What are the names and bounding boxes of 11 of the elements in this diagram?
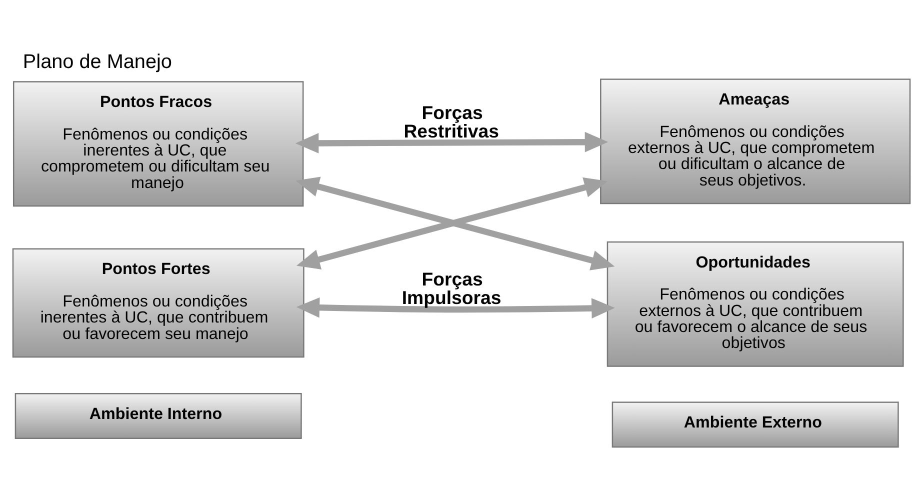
edge-label: Forças Impulsoras — [402, 268, 502, 308]
arrow — [295, 131, 608, 153]
node-box: Ameaças Fenômenos ou condições externos à UC, que comprometem ou dificultam o alcance de seus objetivos. — [600, 78, 911, 204]
node-box: Ambiente Externo — [612, 401, 899, 448]
node-box: Pontos Fracos Fenômenos ou condições inerentes à UC, que comprometem ou dificultam seu manejo — [12, 80, 304, 206]
edge-label: Forças Restritivas — [404, 102, 499, 142]
arrow — [296, 296, 615, 318]
node-box: Pontos Fortes Fenômenos ou condições inerentes à UC, que contribuem ou favorecem seu manejo — [12, 248, 304, 358]
node-box: Ambiente Interno — [14, 392, 302, 438]
diagram-title: Plano de Manejo — [22, 50, 172, 72]
node-box: Oportunidades Fenômenos ou condições externos à UC, que contribuem ou favorecem o alcance de seus objetivos — [606, 240, 904, 366]
